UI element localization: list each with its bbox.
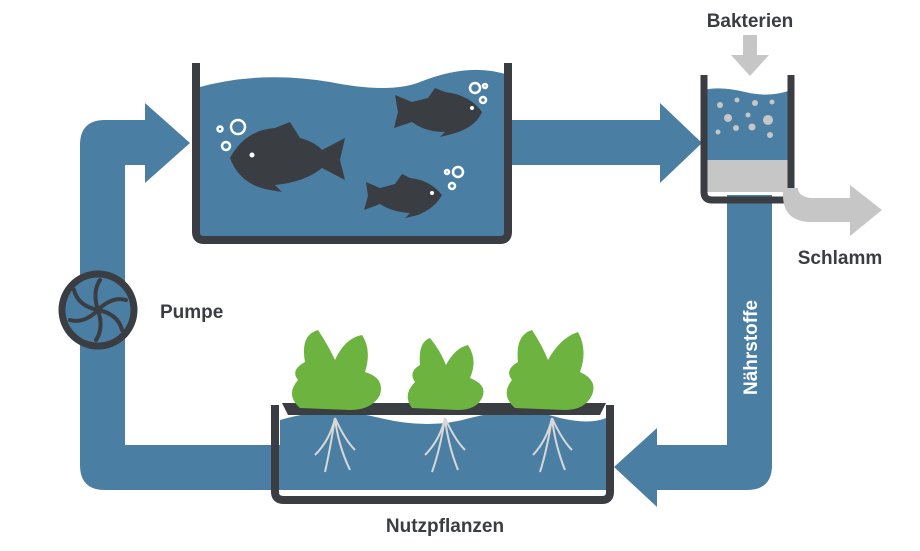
plant-icons (291, 330, 594, 410)
bacteria-input-arrow-icon (731, 35, 769, 76)
nutrients-label: Nährstoffe (741, 300, 762, 395)
bacteria-label: Bakterien (707, 11, 794, 32)
roots-icon (314, 417, 573, 473)
nutrient-pipe (614, 195, 772, 507)
arrow-into-fish-tank (145, 103, 190, 183)
fish-icon (394, 88, 482, 137)
crops-label: Nutzpflanzen (386, 516, 504, 537)
plant-bed (271, 330, 614, 504)
fish-tank (192, 63, 512, 244)
fish-icon (230, 122, 345, 192)
sludge-label: Schlamm (798, 248, 882, 269)
bubbles-icon (216, 81, 489, 191)
sludge-output-arrow-icon (783, 185, 882, 236)
flow-to-filter (510, 103, 702, 183)
pump-label: Pumpe (160, 302, 223, 323)
bacteria-filter (700, 75, 795, 204)
pump-icon (58, 270, 138, 350)
plant-icon (291, 330, 381, 410)
plant-icon (407, 338, 484, 410)
fish-icon (364, 174, 442, 218)
plant-icon (506, 330, 594, 410)
bacteria-particles-icon (715, 97, 775, 138)
arrow-into-plant-bed (614, 428, 657, 507)
